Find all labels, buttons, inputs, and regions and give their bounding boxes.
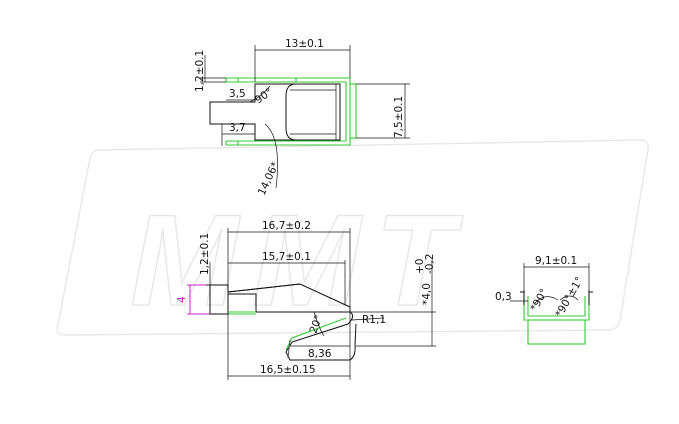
side-bottom-label: 16,5±0.15 xyxy=(260,364,316,376)
top-width-label: 13±0.1 xyxy=(285,38,324,50)
watermark-text: MMT xyxy=(130,187,468,333)
top-view-part xyxy=(225,77,357,146)
top-notch-bottom-label: 3,7 xyxy=(229,122,246,134)
end-angle-right-label: *90°±1° xyxy=(553,275,586,320)
watermark: MMT xyxy=(56,139,650,336)
side-overall-label: 16,7±0.2 xyxy=(262,220,311,232)
side-tol-minus: -0,2 xyxy=(424,254,436,275)
side-radius-label: R1,1 xyxy=(362,314,386,326)
side-view: 4 16,7±0.2 15,7±0.1 1,2±0.1 *4,0 +0 xyxy=(176,220,436,380)
side-inner-label: 15,7±0.1 xyxy=(262,251,311,263)
top-notch-top-label: 3,5 xyxy=(229,88,246,100)
side-tab-label: 8,36 xyxy=(308,348,332,360)
side-angle-label: 20° xyxy=(308,313,326,335)
end-view-part xyxy=(520,290,593,345)
top-view-body xyxy=(209,83,341,141)
side-height-label: *4,0 xyxy=(421,283,433,305)
end-angle-left-label: *90° xyxy=(528,287,550,314)
top-view: 13±0.1 1,2±0.1 3,5 3,7 90° 7,5±0.1 14,06… xyxy=(194,38,410,197)
top-angle-label: 90° xyxy=(253,86,275,107)
end-thickness-label: 0,3 xyxy=(495,291,512,303)
side-left-dim-label: 4 xyxy=(176,296,188,303)
top-height-label: 7,5±0.1 xyxy=(393,96,405,138)
side-thickness-label: 1,2±0.1 xyxy=(199,233,211,275)
end-width-label: 9,1±0.1 xyxy=(535,255,577,267)
top-thickness-label: 1,2±0.1 xyxy=(194,50,206,92)
side-tol-plus: +0 xyxy=(414,259,426,274)
